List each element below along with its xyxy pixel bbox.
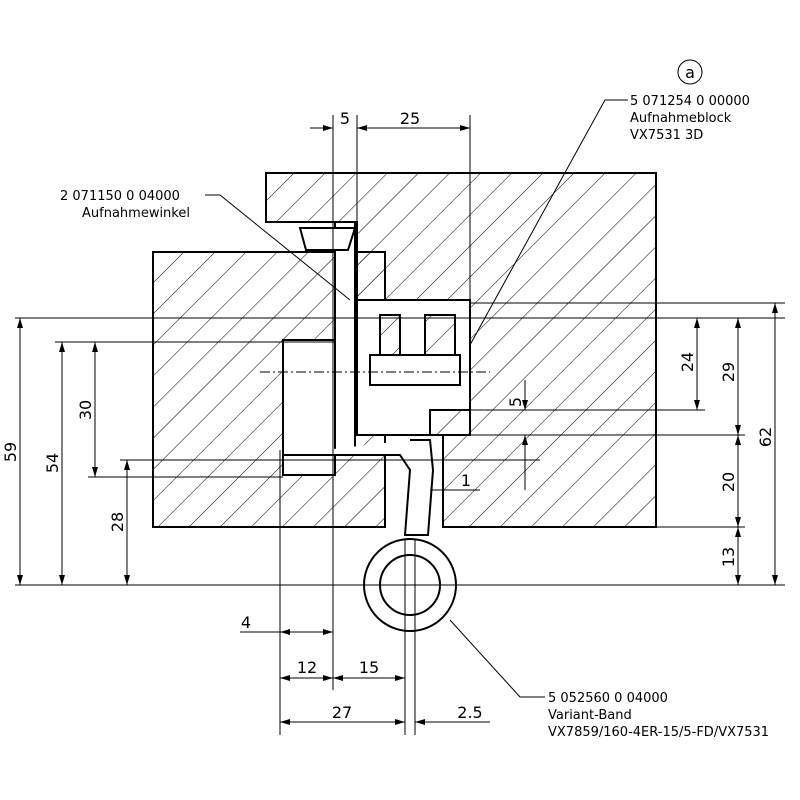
dim-54: 54 <box>43 453 62 473</box>
dim-29: 29 <box>719 362 738 382</box>
block-part <box>379 314 401 356</box>
hinge-leaf <box>283 439 435 536</box>
dim-30: 30 <box>76 400 95 420</box>
dim-2-5: 2.5 <box>457 703 482 722</box>
leader-lines <box>205 99 628 698</box>
dim-27: 27 <box>332 703 352 722</box>
bracket-clip <box>298 227 357 251</box>
dim-top-25: 25 <box>400 109 420 128</box>
dim-59: 59 <box>1 442 20 462</box>
dim-13: 13 <box>719 547 738 567</box>
detail-marker-circle <box>677 59 703 85</box>
dim-12: 12 <box>297 658 317 677</box>
band-name: Variant-Band <box>548 708 632 723</box>
bracket-part-no: 2 071150 0 04000 <box>60 189 180 204</box>
extension-lines <box>15 115 785 735</box>
block-part <box>429 409 471 436</box>
block-screw <box>369 354 461 386</box>
block-part <box>424 314 456 356</box>
dim-top-5: 5 <box>340 109 350 128</box>
dimension-lines <box>17 125 778 725</box>
bracket-plate <box>334 221 356 453</box>
block-model: VX7531 3D <box>630 128 703 143</box>
dim-4: 4 <box>241 613 251 632</box>
dim-28: 28 <box>108 512 127 532</box>
detail-marker-label: a <box>685 63 695 82</box>
dim-inner-5: 5 <box>506 397 525 407</box>
block-name: Aufnahmeblock <box>630 111 732 126</box>
dim-62: 62 <box>756 427 775 447</box>
bracket-name: Aufnahmewinkel <box>82 206 190 221</box>
block-part-no: 5 071254 0 00000 <box>630 94 750 109</box>
dim-inner-1: 1 <box>461 471 471 490</box>
band-part-no: 5 052560 0 04000 <box>548 691 668 706</box>
band-model: VX7859/160-4ER-15/5-FD/VX7531 <box>548 725 769 740</box>
dim-15: 15 <box>359 658 379 677</box>
dim-20: 20 <box>719 472 738 492</box>
dim-24: 24 <box>678 352 697 372</box>
